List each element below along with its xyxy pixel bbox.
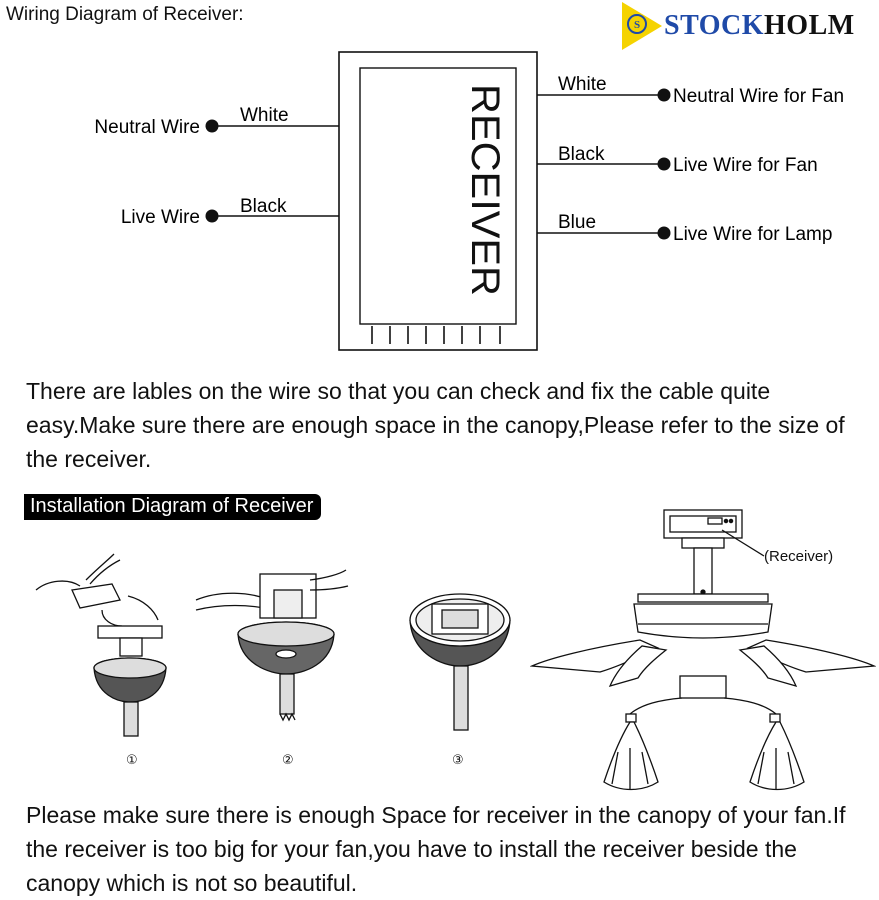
receiver-pins [371,326,501,344]
output-wire-neutral-fan [537,88,671,102]
terminal-dot-icon [205,209,219,223]
svg-text:S: S [634,19,640,31]
input-name-1: Live Wire [121,207,200,228]
output-color-0: White [558,74,607,95]
output-color-1: Black [558,144,605,165]
output-name-0: Neutral Wire for Fan [673,86,844,107]
output-color-2: Blue [558,212,596,233]
wiring-diagram: RECEIVER Neutral Wire White Live Wire Bl… [94,51,844,351]
step-2-number: ② [282,752,294,767]
step-3-illustration [409,593,511,731]
receiver-inner-box [359,67,517,325]
terminal-dot-icon [657,226,671,240]
input-name-0: Neutral Wire [94,117,200,138]
wiring-note: There are lables on the wire so that you… [26,378,845,472]
input-wire-neutral [205,119,339,133]
output-name-2: Live Wire for Lamp [673,224,832,245]
receiver-label: RECEIVER [463,84,507,296]
logo-text-blue: STOCK [664,10,765,41]
input-wire-live [205,209,339,223]
ceiling-fan-illustration [530,509,876,791]
step-3-number: ③ [452,752,464,767]
output-name-1: Live Wire for Fan [673,155,818,176]
step-1-number: ① [126,752,138,767]
receiver-outer-box [338,51,538,351]
installation-note: Please make sure there is enough Space f… [26,802,846,896]
terminal-dot-icon [205,119,219,133]
step-2-illustration [195,569,349,722]
logo-mark-icon: S [622,2,662,50]
installation-section-label: Installation Diagram of Receiver [24,494,322,520]
output-wire-live-lamp [537,226,671,240]
terminal-dot-icon [657,88,671,102]
logo-text: STOCKHOLM [664,10,855,42]
input-color-1: Black [240,196,287,217]
step-1-illustration [35,553,167,737]
receiver-callout: (Receiver) [764,548,834,565]
output-wire-live-fan [537,157,671,171]
page-title: Wiring Diagram of Receiver: [6,4,244,25]
brand-logo: S STOCKHOLM [622,2,876,50]
input-color-0: White [240,105,289,126]
logo-text-black: HOLM [764,10,855,41]
terminal-dot-icon [657,157,671,171]
